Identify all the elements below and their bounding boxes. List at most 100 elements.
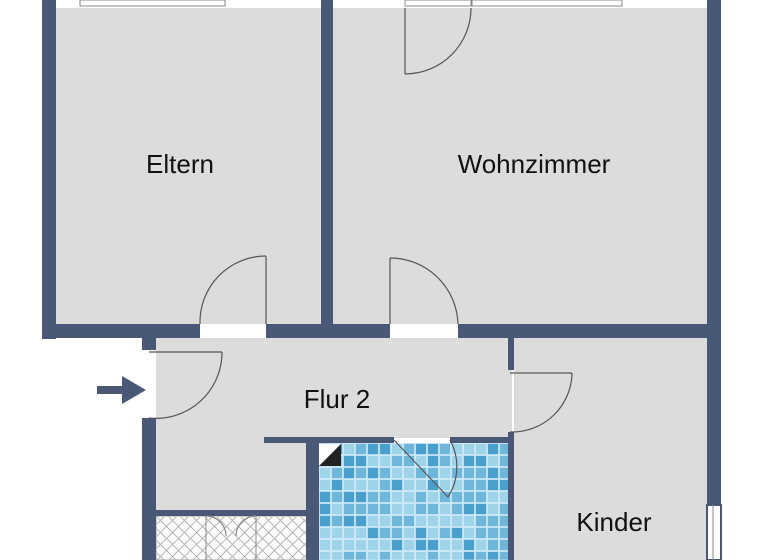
door-swing-icon — [389, 257, 459, 325]
hatch-line — [264, 518, 306, 560]
mosaic-tile — [415, 443, 427, 455]
mosaic-tile — [487, 479, 499, 491]
mosaic-tile — [463, 455, 475, 467]
mosaic-tile — [355, 503, 367, 515]
mosaic-tile — [451, 503, 463, 515]
hatch-line — [97, 517, 140, 560]
mosaic-tile — [427, 515, 439, 527]
mosaic-tile — [415, 539, 427, 551]
mosaic-tile — [463, 551, 475, 560]
door-swing-icon — [393, 439, 458, 498]
mosaic-tile — [439, 455, 451, 467]
mosaic-tile — [439, 479, 451, 491]
mosaic-tile — [415, 515, 427, 527]
mosaic-tile — [367, 551, 379, 560]
mosaic-tile — [391, 551, 403, 560]
hatch-line — [276, 530, 306, 560]
hatch-line — [157, 517, 177, 537]
mosaic-tile — [355, 479, 367, 491]
mosaic-tile — [403, 551, 415, 560]
window-icon — [79, 0, 226, 7]
mosaic-tile — [367, 527, 379, 539]
mosaic-tile — [319, 491, 331, 503]
hatch-line — [157, 540, 177, 560]
hatch-line — [228, 517, 273, 560]
mosaic-tile — [391, 443, 403, 455]
floor-eltern — [56, 8, 321, 324]
room-label-kinder: Kinder — [576, 507, 651, 537]
door-swing-icon — [205, 515, 257, 537]
mosaic-tile — [487, 503, 499, 515]
mosaic-tile — [451, 479, 463, 491]
hatch-line — [204, 517, 249, 560]
mosaic-tile — [343, 539, 355, 551]
mosaic-tile — [487, 527, 499, 539]
mosaic-tile — [427, 443, 439, 455]
mosaic-tile — [427, 491, 439, 503]
hatch-line — [252, 517, 297, 560]
door-swing-icon — [199, 255, 267, 325]
mosaic-tile — [319, 467, 331, 479]
hatch-line — [192, 517, 237, 560]
mosaic-tile — [451, 527, 463, 539]
mosaic-tile — [487, 515, 499, 527]
mosaic-tile — [487, 491, 499, 503]
mosaic-tile — [331, 551, 343, 560]
mosaic-tile — [463, 443, 475, 455]
mosaic-tile — [475, 539, 487, 551]
room-label-wohnzimmer: Wohnzimmer — [458, 149, 611, 179]
mosaic-tile — [355, 491, 367, 503]
mosaic-tile — [379, 491, 391, 503]
mosaic-tile — [403, 539, 415, 551]
mosaic-tile — [427, 467, 439, 479]
mosaic-tile — [487, 467, 499, 479]
walls — [42, 0, 722, 560]
mosaic-tile — [343, 479, 355, 491]
mosaic-tile — [451, 443, 463, 455]
mosaic-tile — [367, 443, 379, 455]
mosaic-tile — [367, 479, 379, 491]
hatch-line — [240, 517, 285, 560]
door-swing-icon — [148, 351, 223, 419]
mosaic-tile — [343, 455, 355, 467]
mosaic-tile — [439, 527, 451, 539]
door-swing-icon — [404, 7, 472, 75]
mosaic-tile — [355, 467, 367, 479]
windows — [79, 0, 714, 560]
mosaic-tile — [319, 479, 331, 491]
mosaic-tile — [355, 527, 367, 539]
mosaic-tile — [475, 455, 487, 467]
mosaic-tile — [463, 539, 475, 551]
mosaic-tile — [403, 443, 415, 455]
hatch-line — [216, 517, 261, 560]
entrance-arrow-icon — [97, 376, 146, 404]
window-icon — [404, 0, 472, 7]
mosaic-tile — [331, 491, 343, 503]
mosaic-tile — [415, 491, 427, 503]
mosaic-tile — [379, 539, 391, 551]
mosaic-tile — [331, 539, 343, 551]
mosaic-tile — [415, 467, 427, 479]
window-icon — [471, 0, 623, 7]
mosaic-tile — [379, 503, 391, 515]
mosaic-tile — [379, 551, 391, 560]
mosaic-tile — [463, 503, 475, 515]
mosaic-tile — [403, 515, 415, 527]
mosaic-tile — [451, 551, 463, 560]
mosaic-tile — [355, 551, 367, 560]
mosaic-tile — [367, 491, 379, 503]
mosaic-tile — [319, 551, 331, 560]
mosaic-tile — [427, 503, 439, 515]
mosaic-tile — [403, 455, 415, 467]
mosaic-tile — [379, 467, 391, 479]
mosaic-tile — [463, 515, 475, 527]
mosaic-tile — [403, 479, 415, 491]
mosaic-tile — [355, 443, 367, 455]
mosaic-tile — [379, 443, 391, 455]
mosaic-tile — [415, 503, 427, 515]
mosaic-tile — [355, 515, 367, 527]
mosaic-tile — [355, 455, 367, 467]
mosaic-tile — [355, 539, 367, 551]
mosaic-tile — [391, 527, 403, 539]
